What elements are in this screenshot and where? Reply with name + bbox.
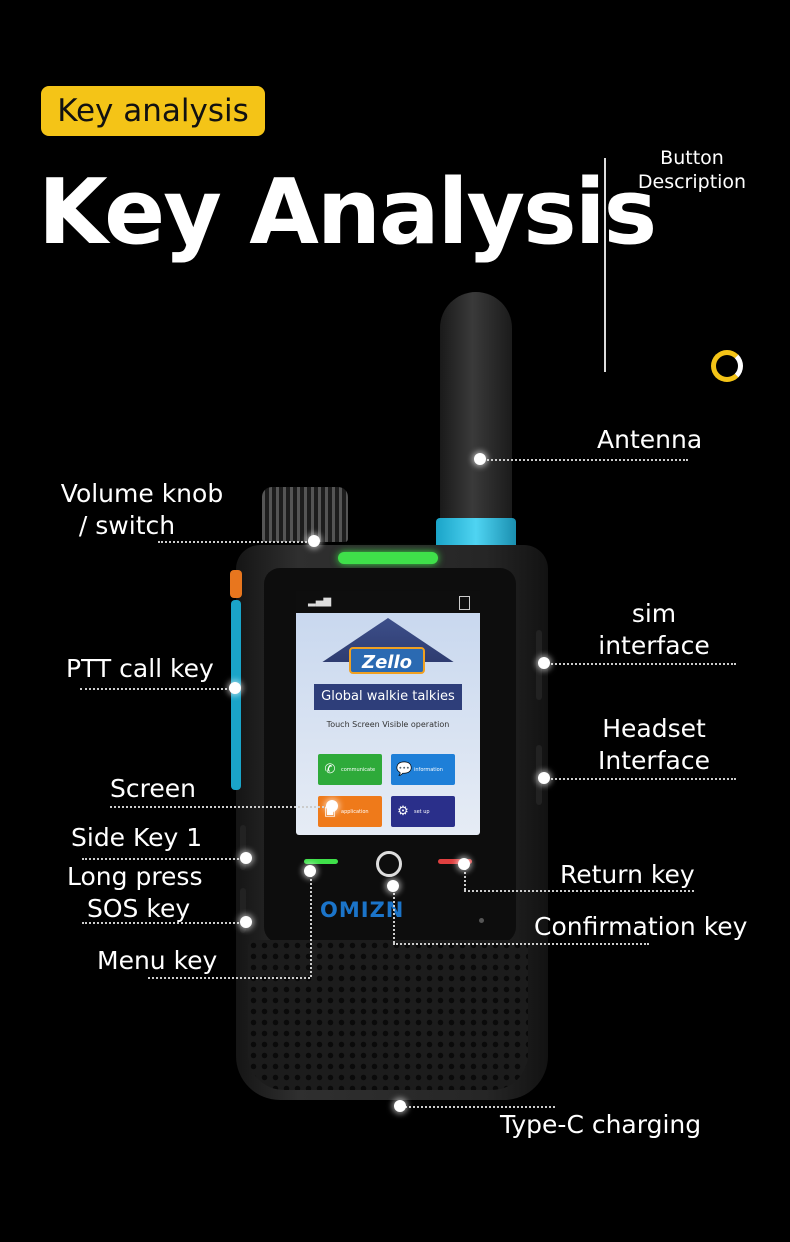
tile-information: 💬information (391, 754, 455, 785)
label-headset-line1: Headset (602, 714, 706, 743)
label-side-key: Side Key 1 (71, 823, 203, 852)
menu-key-button (304, 859, 338, 864)
side-key-pin (240, 852, 252, 864)
confirm-leader (393, 943, 649, 945)
label-volume-line2: / switch (78, 511, 176, 540)
ring-icon (711, 350, 743, 382)
microphone-hole (479, 918, 484, 923)
confirm-pin (387, 880, 399, 892)
gear-icon: ⚙ (397, 804, 409, 819)
typec-leader (400, 1106, 555, 1108)
side-key-leader (82, 858, 246, 860)
screen-subtitle: Touch Screen Visible operation (326, 720, 450, 729)
sim-pin (538, 657, 550, 669)
label-volume-line1: Volume knob (60, 479, 224, 508)
section-tag: Key analysis (41, 86, 265, 136)
label-return: Return key (560, 860, 695, 889)
page-title: Key Analysis (38, 160, 657, 265)
led-indicator (338, 552, 438, 564)
side-orange-button (230, 570, 242, 598)
typec-pin (394, 1100, 406, 1112)
antenna (440, 292, 512, 532)
antenna-ring (436, 518, 516, 550)
menu-leader (148, 977, 310, 979)
sos-pin (240, 916, 252, 928)
brand-logo: OMIZN (320, 898, 405, 922)
battery-icon (459, 596, 470, 610)
label-typec: Type-C charging (500, 1110, 702, 1139)
label-headset-line2: Interface (598, 746, 710, 775)
label-antenna: Antenna (597, 425, 703, 454)
divider (604, 158, 606, 372)
headset-pin (538, 772, 550, 784)
menu-pin (304, 865, 316, 877)
chat-icon: 💬 (396, 762, 413, 777)
label-sos-line2: SOS key (87, 894, 191, 923)
sos-side-button (240, 888, 246, 933)
side-key-1-button (240, 825, 246, 870)
antenna-pin (474, 453, 486, 465)
label-sos-line1: Long press (67, 862, 203, 891)
ptt-pin (229, 682, 241, 694)
label-sim-line1: sim (631, 599, 677, 628)
volume-pin (308, 535, 320, 547)
sos-leader (82, 922, 246, 924)
zello-logo: Zello (349, 647, 425, 674)
label-sim-line2: interface (598, 631, 710, 660)
phone-icon: ✆ (324, 762, 336, 777)
volume-leader (158, 541, 314, 543)
volume-knob (262, 487, 348, 542)
ptt-side-strip (231, 600, 241, 790)
tile-communicate: ✆communicate (318, 754, 382, 785)
tile-set-up: ⚙set up (391, 796, 455, 827)
button-description: Button Description (637, 147, 747, 193)
confirmation-key-button (376, 851, 402, 877)
screen-leader (110, 806, 332, 808)
antenna-leader (480, 459, 688, 461)
ptt-leader (80, 688, 235, 690)
label-confirmation: Confirmation key (534, 912, 748, 941)
speaker-grille (248, 940, 528, 1090)
return-leader (464, 890, 694, 892)
return-pin (458, 858, 470, 870)
headset-leader (544, 778, 736, 780)
screen-banner: Global walkie talkies (314, 684, 462, 710)
confirm-leader-v (393, 886, 395, 943)
label-menu: Menu key (97, 946, 218, 975)
sim-leader (544, 663, 736, 665)
menu-leader-v (310, 871, 312, 977)
label-ptt: PTT call key (66, 654, 214, 683)
return-leader-v (464, 864, 466, 890)
return-key-button (438, 859, 472, 864)
signal-icon: ▂▄▆ (308, 596, 332, 607)
status-bar (296, 591, 480, 613)
label-screen: Screen (110, 774, 196, 803)
screen-pin (326, 800, 338, 812)
